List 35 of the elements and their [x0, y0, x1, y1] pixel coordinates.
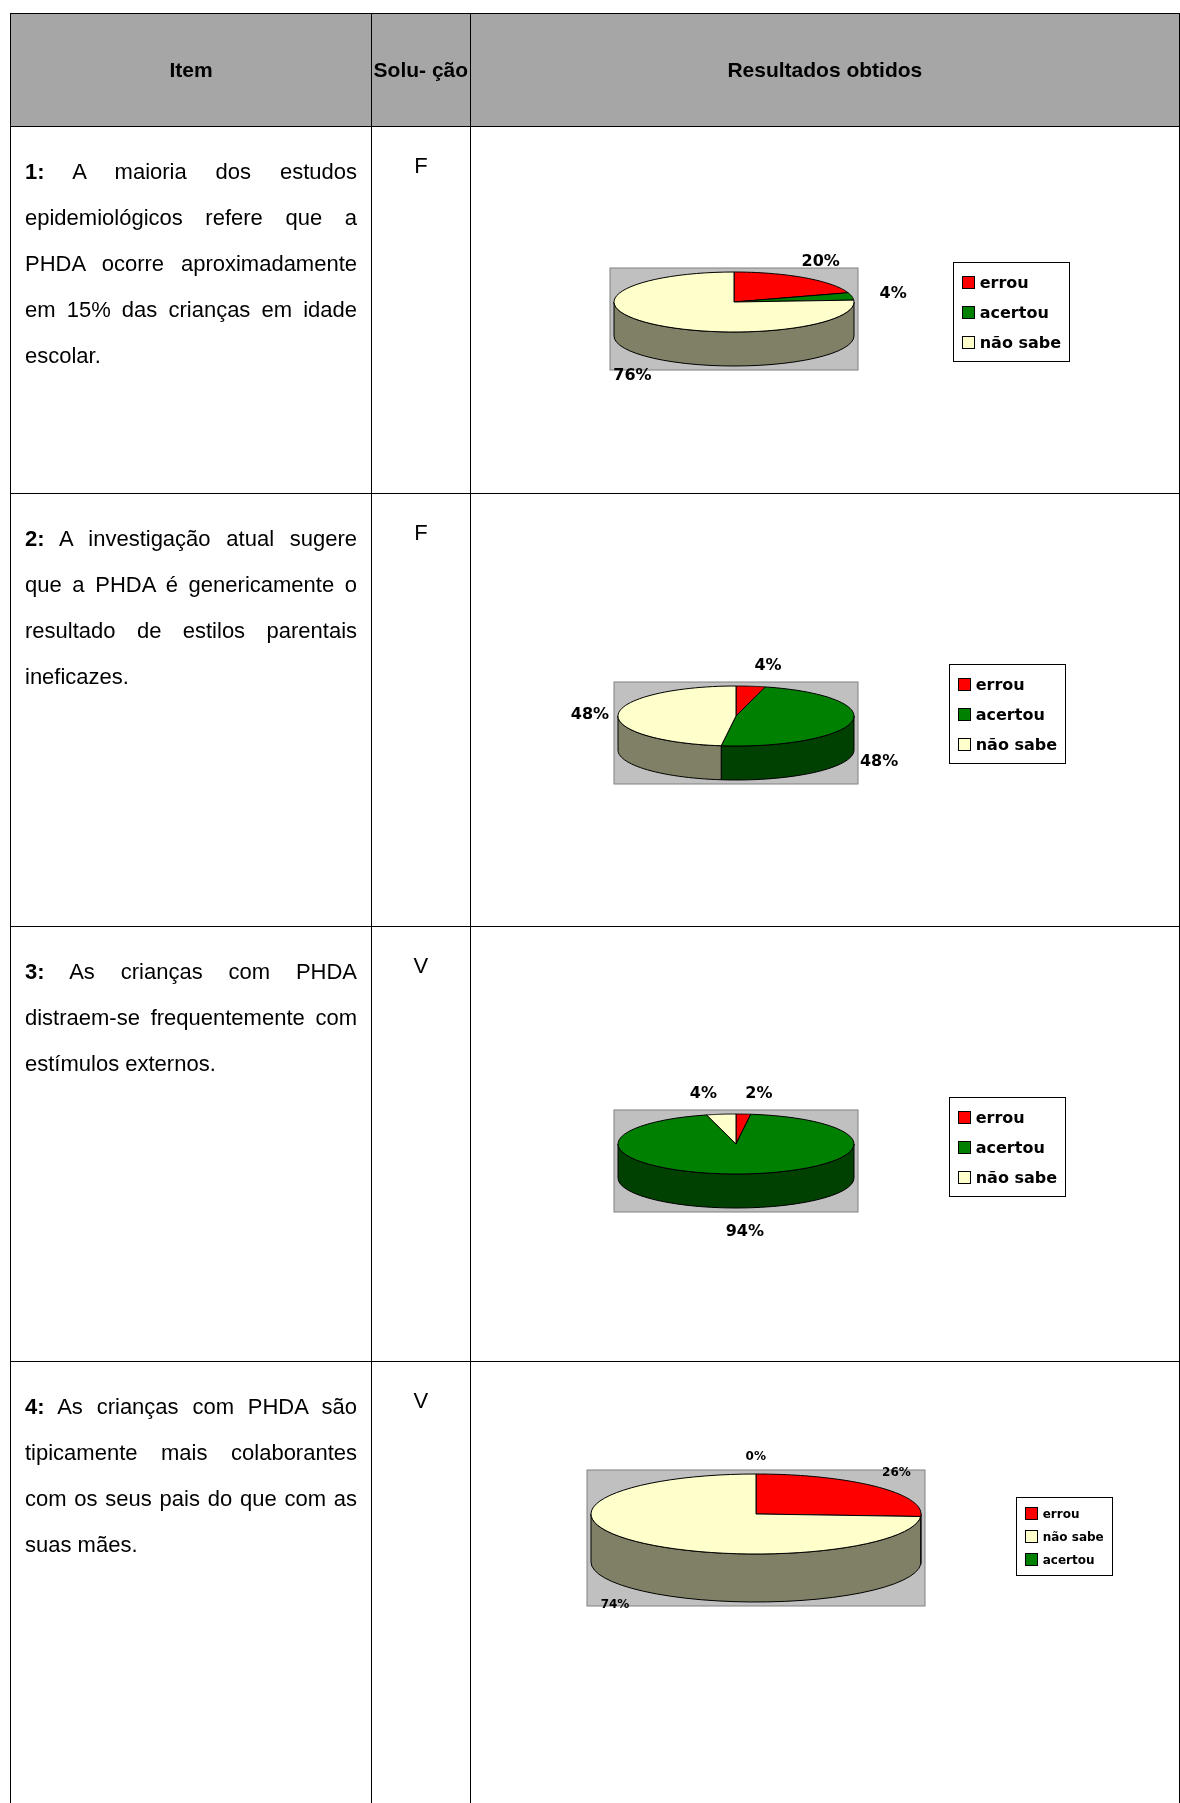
data-label: 94% — [725, 1220, 764, 1240]
answer-key: V — [413, 953, 429, 978]
legend-label: não sabe — [979, 332, 1062, 352]
legend-label: errou — [1042, 1506, 1080, 1521]
question-text: 4: As crianças com PHDA são tipicamente mais colaborantes com os seus pais do que com as suas mães. — [24, 1393, 358, 1559]
data-label: 76% — [613, 364, 652, 384]
legend-label: acertou — [975, 1137, 1045, 1157]
legend-label: acertou — [979, 302, 1049, 322]
data-label: 20% — [801, 250, 840, 270]
legend-label: errou — [975, 1107, 1025, 1127]
data-label: 74% — [600, 1597, 630, 1612]
legend-label: não sabe — [1042, 1529, 1104, 1544]
legend-label: errou — [975, 674, 1025, 694]
header-cell: Item — [10, 13, 372, 127]
question-text: 1: A maioria dos estudos epidemiológicos refere que a PHDA ocorre aproximadamente em 15% das crianças em idade escolar. — [24, 158, 358, 370]
header-cell: Solu- ção — [371, 13, 471, 127]
legend-label: acertou — [1042, 1552, 1095, 1567]
answer-key: F — [414, 520, 428, 545]
legend-label: não sabe — [975, 734, 1058, 754]
answer-key: V — [413, 1388, 429, 1413]
legend-label: não sabe — [975, 1167, 1058, 1187]
data-label: 48% — [860, 750, 899, 770]
legend-label: acertou — [975, 704, 1045, 724]
legend-label: errou — [979, 272, 1029, 292]
question-text: 3: As crianças com PHDA distraem-se frequentemente com estímulos externos. — [24, 958, 358, 1078]
data-label: 2% — [745, 1082, 773, 1102]
question-text: 2: A investigação atual sugere que a PHDA é genericamente o resultado de estilos parentais ineficazes. — [24, 525, 358, 691]
answer-key: F — [414, 153, 428, 178]
data-label: 4% — [689, 1082, 717, 1102]
header-cell: Resultados obtidos — [470, 13, 1180, 127]
data-label: 0% — [745, 1449, 766, 1463]
data-label: 48% — [570, 703, 610, 723]
data-label: 4% — [879, 282, 907, 302]
data-label: 26% — [882, 1464, 911, 1479]
data-label: 4% — [754, 654, 782, 674]
